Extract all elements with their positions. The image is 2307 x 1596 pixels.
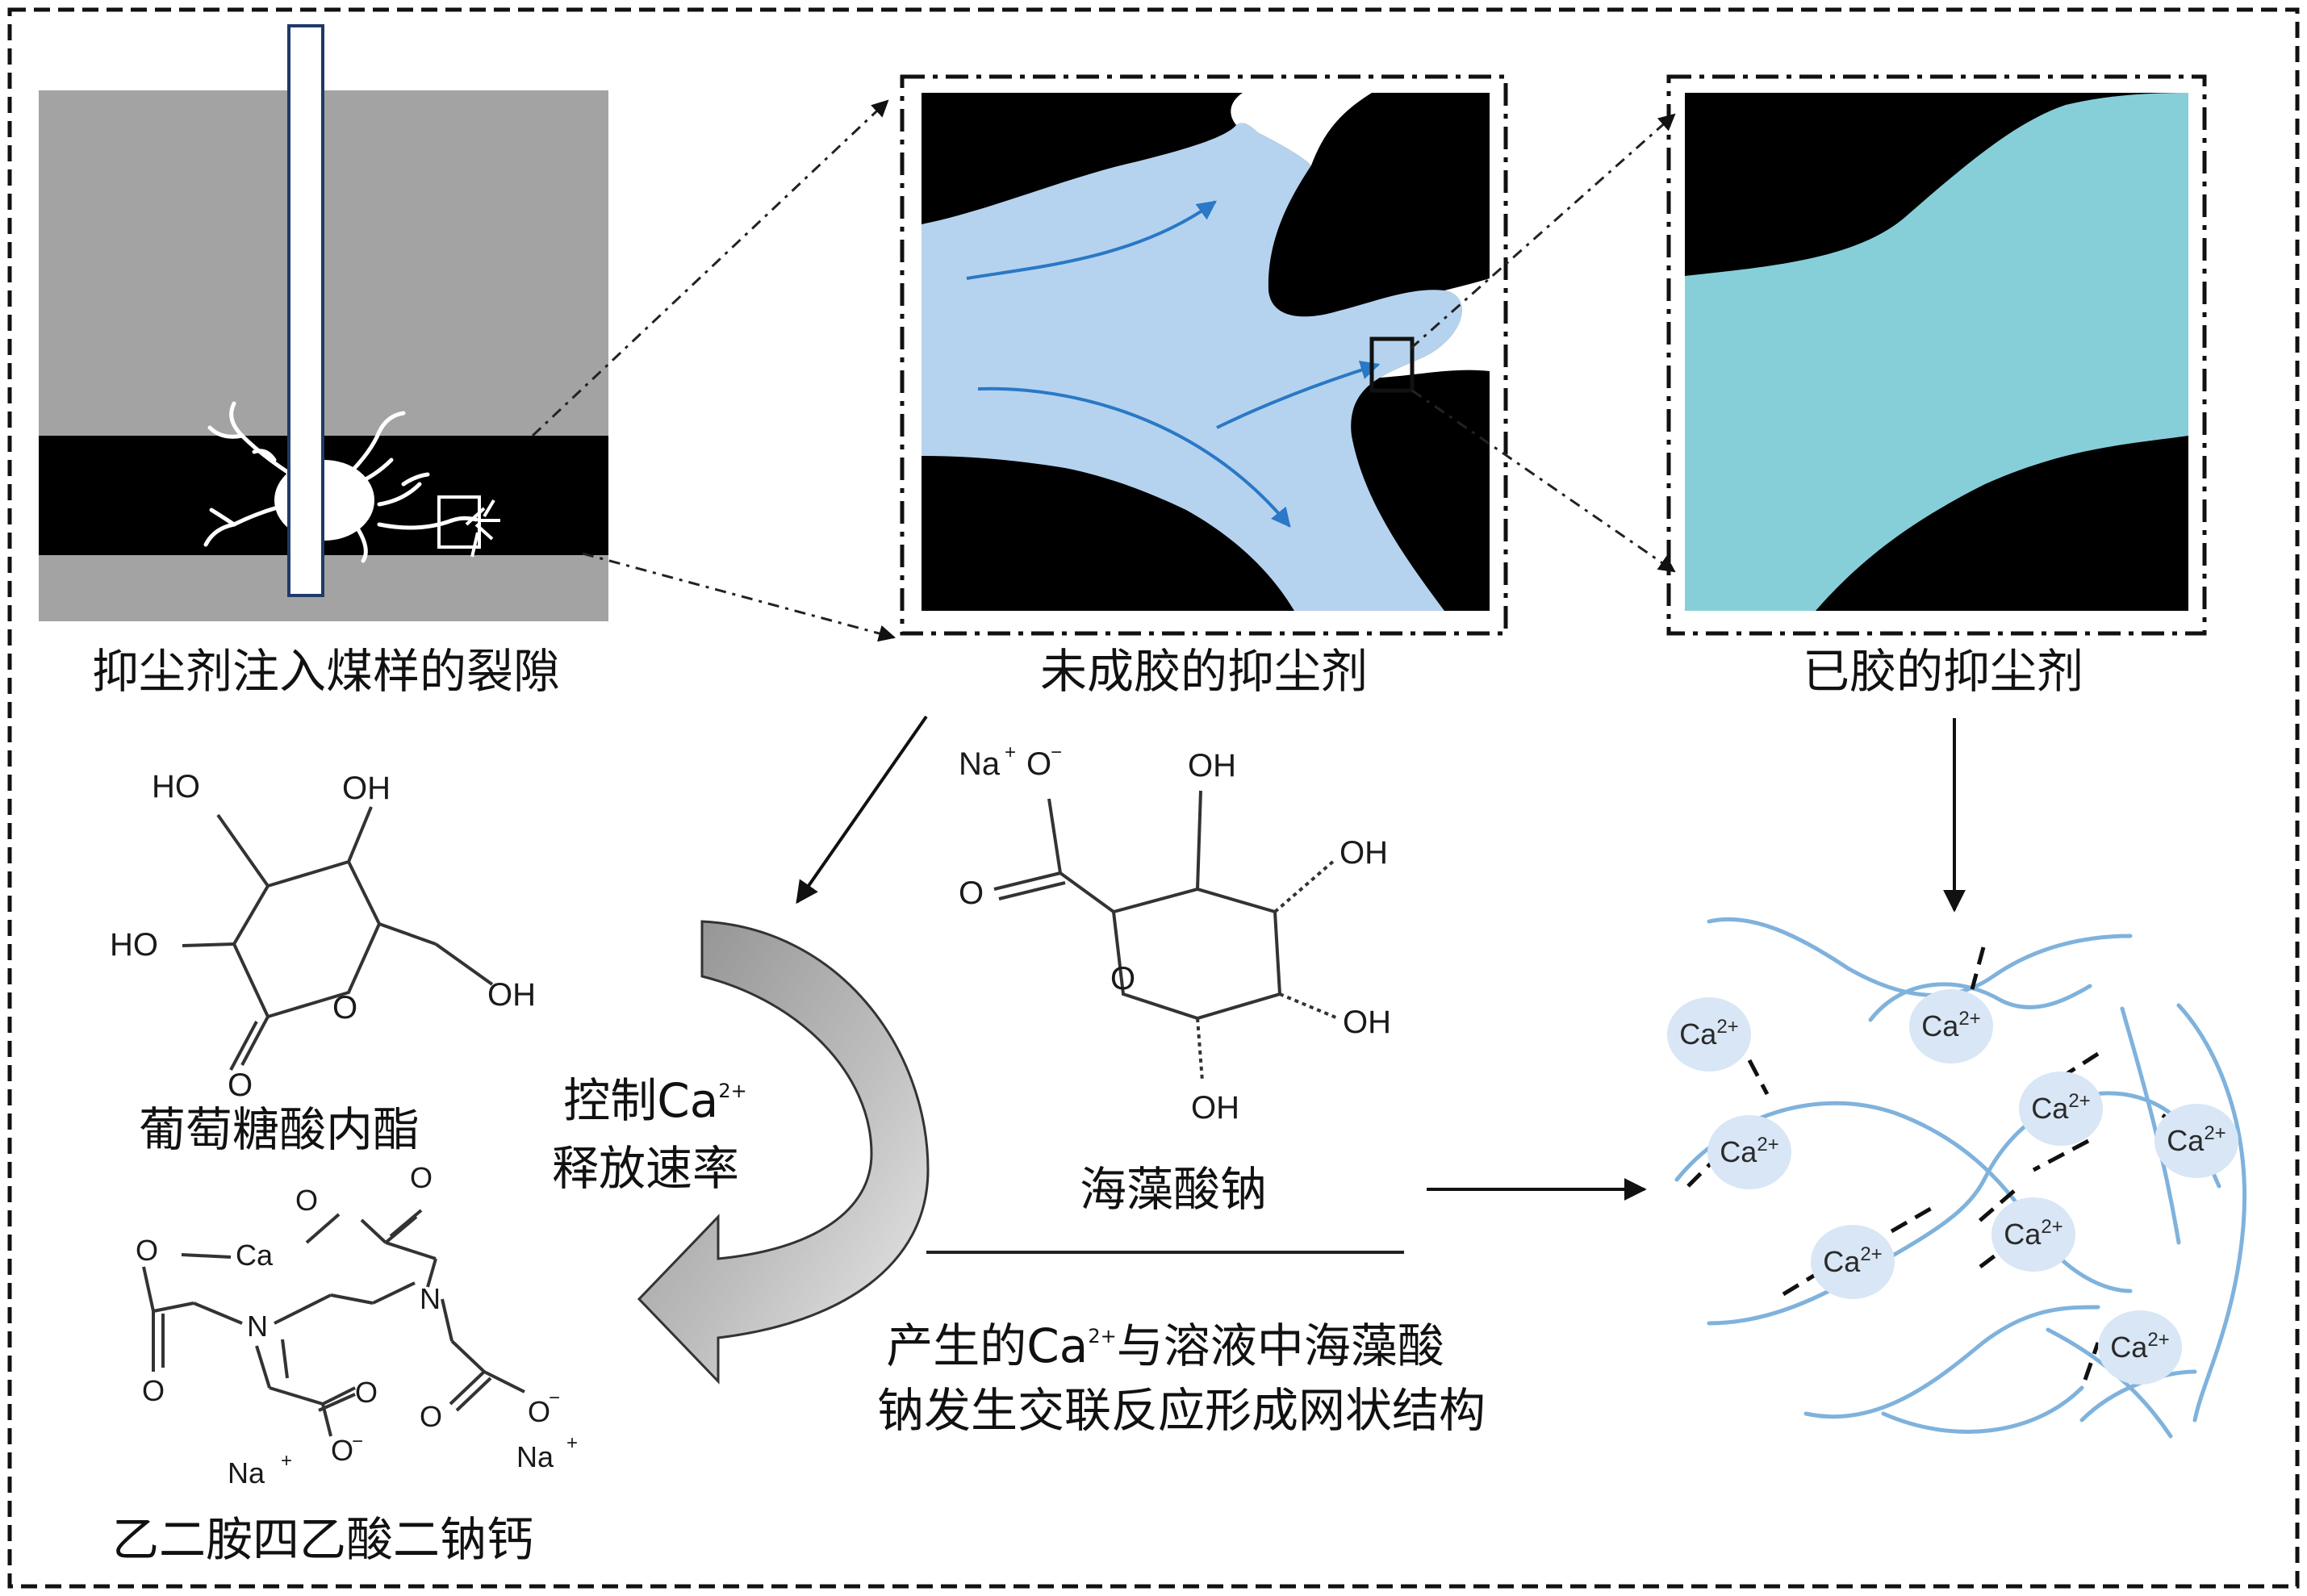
svg-text:+: + [281,1450,292,1472]
zoom-box-fracture [437,495,481,549]
white-gap-right [1380,278,1490,378]
svg-text:Na: Na [228,1456,265,1489]
zoom-pointer-gel-upper [1410,113,1676,350]
ca-ion-4: Ca2+ [2154,1104,2238,1178]
caption-ungelled: 未成胶的抑尘剂 [1040,644,1368,699]
svg-text:O: O [420,1400,442,1433]
svg-text:Na: Na [959,746,1001,782]
svg-text:+: + [1005,742,1016,763]
gelled-frame [1666,74,2207,636]
svg-text:OH: OH [1191,1090,1239,1126]
ungelled-fluid [922,123,1462,612]
ca-ion-1: Ca2+ [1667,997,1751,1072]
svg-text:+: + [566,1432,578,1454]
svg-text:N: N [247,1310,268,1343]
svg-text:Ca2+: Ca2+ [1679,1016,1738,1051]
svg-text:OH: OH [1343,1005,1391,1040]
svg-text:Na: Na [516,1440,554,1473]
svg-text:O: O [142,1374,165,1407]
ungelled-panel [900,74,1508,636]
flow-arrow-2 [977,386,1291,528]
zoom-box-gel [1369,336,1415,393]
svg-text:O: O [1026,746,1051,782]
ca-ion-2: Ca2+ [1909,989,1993,1063]
outer-frame [7,7,2300,1589]
control-label-line1: 控制Ca2+ [563,1073,746,1128]
caption-edta: 乙二胺四乙酸二钠钙 [112,1512,533,1567]
ungelled-frame [900,74,1508,636]
flow-arrow-1 [966,200,1217,280]
reaction-label-line2: 钠发生交联反应形成网状结构 [877,1383,1486,1438]
svg-text:HO: HO [152,769,200,804]
svg-text:O: O [410,1161,433,1194]
zoom-pointer-lower [582,552,896,642]
injection-pipe [287,24,324,597]
reaction-label-line1: 产生的Ca2+与溶液中海藻酸 [886,1318,1444,1373]
svg-text:Ca2+: Ca2+ [1720,1134,1778,1168]
caption-gluconolactone: 葡萄糖酸内酯 [139,1102,420,1157]
svg-text:O: O [355,1376,378,1409]
caption-gelled: 已胶的抑尘剂 [1803,644,2083,699]
svg-text:OH: OH [1188,748,1236,783]
calcium-ions: Ca2+ Ca2+ Ca2+ Ca2+ Ca2+ Ca2+ Ca2+ Ca2+ [1667,989,2238,1385]
control-label-line2: 释放速率 [552,1141,739,1196]
gluconolactone-structure: HO OH HO OH O O [110,769,536,1103]
svg-text:−: − [1051,742,1062,763]
white-gap-top [1231,93,1372,165]
svg-text:Ca2+: Ca2+ [2167,1122,2226,1157]
edta-structure: O Ca O O N N O O O − Na + O O − Na + [136,1161,578,1489]
ca-ion-5: Ca2+ [1707,1115,1791,1189]
svg-text:−: − [352,1431,363,1452]
svg-text:O: O [1110,961,1135,996]
svg-text:O: O [331,1434,353,1467]
svg-text:O: O [959,875,984,911]
svg-text:Ca2+: Ca2+ [2004,1216,2063,1251]
alginate-structure: Na + O − OH OH O O OH OH [959,742,1391,1126]
svg-text:O: O [295,1184,318,1217]
caption-alginate: 海藻酸钠 [1080,1162,1267,1217]
svg-text:O: O [136,1234,158,1267]
caption-injection: 抑尘剂注入煤样的裂隙 [92,644,560,699]
arrow-to-release [796,715,928,905]
ca-ion-3: Ca2+ [2019,1072,2103,1146]
flow-arrow-3 [1216,360,1381,429]
svg-text:Ca2+: Ca2+ [1823,1243,1882,1278]
svg-text:Ca: Ca [236,1239,274,1272]
ca-ion-8: Ca2+ [2098,1310,2182,1385]
ca-ion-6: Ca2+ [1811,1225,1895,1299]
svg-text:OH: OH [342,771,391,806]
svg-text:−: − [549,1387,560,1409]
coal-sample-panel [39,24,608,621]
svg-text:Ca2+: Ca2+ [2031,1090,2090,1125]
svg-text:Ca2+: Ca2+ [1921,1008,1980,1042]
gel-fluid [1685,93,2188,611]
svg-text:O: O [528,1395,550,1428]
svg-text:OH: OH [1339,835,1388,871]
svg-text:O: O [332,990,357,1026]
curved-release-arrow [637,920,930,1385]
svg-text:O: O [228,1067,253,1103]
ca-ion-7: Ca2+ [1991,1197,2075,1272]
svg-text:Ca2+: Ca2+ [2110,1329,2169,1364]
gelled-panel [1666,74,2207,636]
svg-text:N: N [420,1282,441,1315]
svg-text:HO: HO [110,927,158,963]
zoom-pointer-gel-lower [1411,389,1676,573]
svg-text:OH: OH [487,977,536,1013]
